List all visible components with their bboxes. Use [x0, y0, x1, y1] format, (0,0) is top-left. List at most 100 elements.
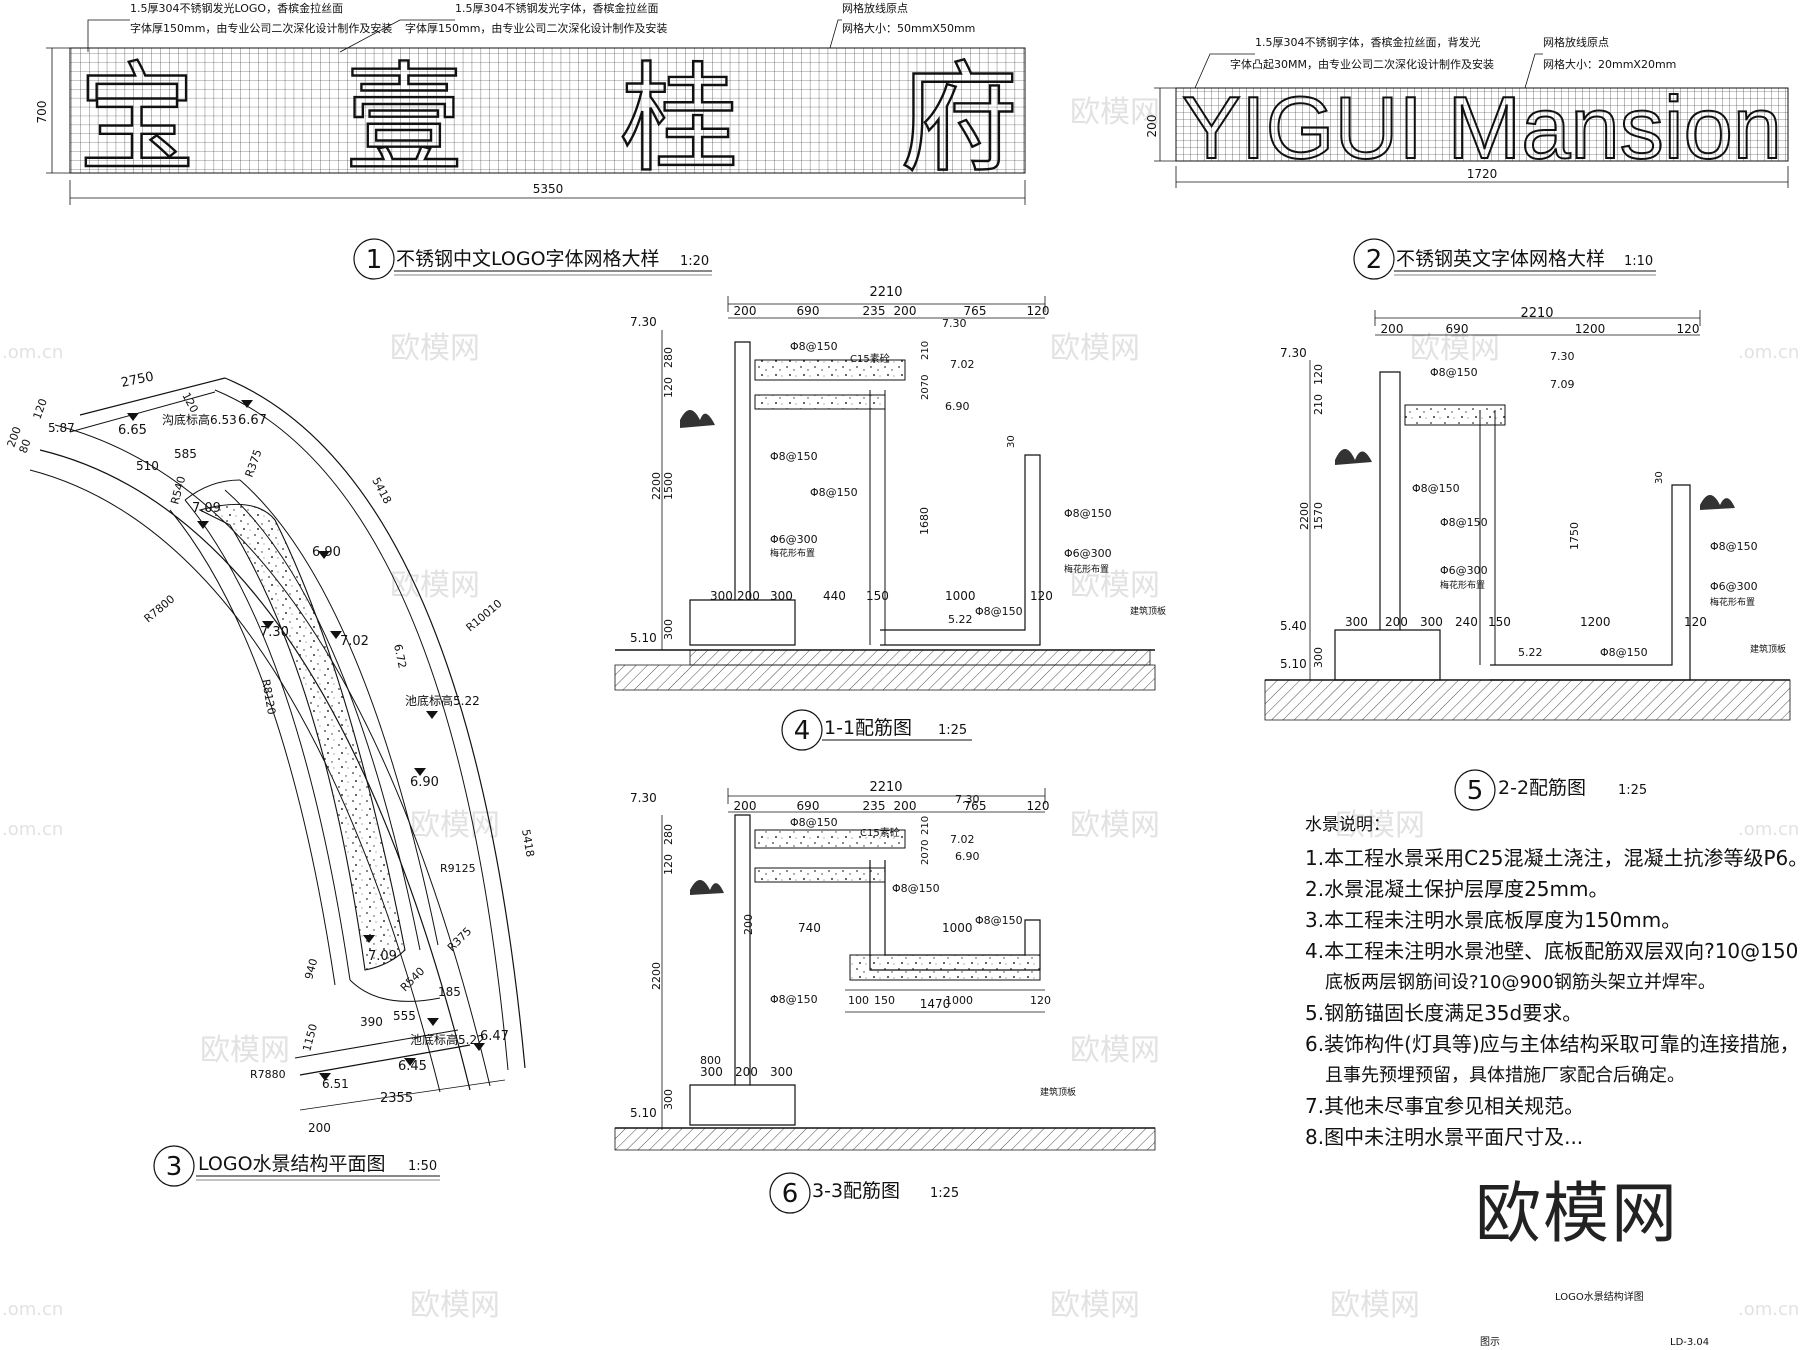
p6-d0: 200 [734, 799, 757, 813]
p5-d2: 1200 [1575, 322, 1606, 336]
p3-l5: 5.87 [48, 421, 75, 435]
p4-total: 2210 [869, 285, 902, 300]
p3-l34: 6.45 [398, 1059, 427, 1074]
p5-v3: 2200 [1298, 502, 1311, 530]
watermark-text: 欧模网 [1330, 1288, 1420, 1323]
p4-b1: 200 [737, 589, 760, 603]
p6-t5: 2070 [920, 840, 931, 865]
p3-l28: 185 [438, 985, 461, 999]
p5-scale: 1:25 [1618, 783, 1647, 798]
p1-dim-height: 700 [35, 101, 49, 124]
p3-l32: 940 [302, 957, 320, 981]
p6-bot-total: 1470 [920, 997, 951, 1011]
p6-total: 2210 [869, 780, 902, 795]
p4-d1: 690 [797, 304, 820, 318]
watermarks: 欧模网欧模网欧模网欧模网欧模网欧模网欧模网欧模网欧模网欧模网欧模网欧模网欧模网欧… [2, 95, 1799, 1323]
p4-t6: 6.90 [945, 400, 970, 413]
p6-d4: 765 [964, 799, 987, 813]
note-item-3: 3.本工程未注明水景底板厚度为150mm。 [1305, 908, 1682, 932]
watermark-url: .om.cn [1738, 1299, 1799, 1320]
figure-label: 图示 [1480, 1336, 1500, 1348]
p5-t12: Φ8@150 [1600, 646, 1648, 659]
p2-title: 不锈钢英文字体网格大样 [1396, 248, 1605, 270]
p5-t10: 梅花形布置 [1710, 596, 1755, 608]
p4-scale: 1:25 [938, 723, 967, 738]
panel-english-grid: 1.5厚304不锈钢字体，香槟金拉丝面，背发光 字体凸起30MM，由专业公司二次… [1145, 35, 1789, 280]
watermark-text: 欧模网 [1070, 95, 1160, 130]
p3-level-markers [127, 400, 485, 1081]
p3-l21: 6.72 [391, 643, 409, 670]
p3-l10: 585 [174, 447, 197, 461]
watermark-logo: 欧模网 [1475, 1175, 1679, 1252]
p5-t13: 建筑顶板 [1750, 643, 1786, 655]
p1-note2: 1.5厚304不锈钢发光字体，香槟金拉丝面 [455, 1, 659, 15]
p4-t10: 梅花形布置 [770, 547, 815, 559]
p3-l7: 沟底标高6.53 [162, 412, 237, 427]
p1-note1b: 字体厚150mm，由专业公司二次深化设计制作及安装 [130, 21, 392, 35]
p6-v1: 120 [662, 854, 675, 875]
p6-v3: 2200 [650, 962, 663, 990]
watermark-text: 欧模网 [1070, 808, 1160, 843]
panel-section-3-3: 2210 200 690 235 200 765 120 7.30 5.10 2… [614, 780, 1156, 1214]
p5-lvl2: 5.10 [1280, 657, 1307, 671]
p6-br2: 1000 [945, 994, 973, 1007]
p5-t14: 30 [1654, 471, 1665, 484]
p2-grid-origin: 网格放线原点 [1543, 35, 1609, 49]
p5-t5: Φ6@300 [1440, 564, 1488, 577]
p3-num: 3 [166, 1152, 183, 1182]
p1-note2b: 字体厚150mm，由专业公司二次深化设计制作及安装 [405, 21, 667, 35]
watermark-text: 欧模网 [1410, 331, 1500, 366]
p3-l16: 7.02 [340, 634, 369, 649]
p6-b0: 300 [700, 1065, 723, 1079]
p3-l13: 7.09 [192, 501, 221, 516]
note-item-8: 8.图中未注明水景平面尺寸及... [1305, 1125, 1584, 1149]
p3-l30: 555 [393, 1009, 416, 1023]
p4-d3: 200 [894, 304, 917, 318]
note-item-7: 7.其他未尽事宜参见相关规范。 [1305, 1094, 1585, 1118]
p5-v1: 210 [1312, 394, 1325, 415]
p4-t14: 梅花形布置 [1064, 563, 1109, 575]
p5-b4: 150 [1488, 615, 1511, 629]
p4-b6: 120 [1030, 589, 1053, 603]
p6-d5: 120 [1027, 799, 1050, 813]
p3-l20: 5418 [369, 475, 394, 506]
p6-b2: 300 [770, 1065, 793, 1079]
p4-v4: 300 [662, 619, 675, 640]
p1-grid [69, 47, 1026, 174]
p3-l17: R7800 [142, 592, 178, 625]
p6-t4: 6.90 [955, 850, 980, 863]
p4-d0: 200 [734, 304, 757, 318]
note-item-4b: 底板两层钢筋间设?10@900钢筋头架立并焊牢。 [1325, 972, 1716, 993]
p3-l31: 池底标高5.22 [410, 1032, 485, 1047]
p6-t1: C15素砼 [860, 826, 900, 839]
water-feature-notes: 水景说明： 1.本工程水景采用C25混凝土浇注，混凝土抗渗等级P6。 2.水景混… [1305, 810, 1800, 1153]
p5-b3: 240 [1455, 615, 1478, 629]
p3-l18: R8120 [259, 678, 278, 715]
p5-b6: 120 [1684, 615, 1707, 629]
p3-l40: 5418 [519, 828, 537, 858]
p3-l3: 80 [17, 437, 34, 455]
p4-v0: 280 [662, 347, 675, 368]
p4-b4: 150 [866, 589, 889, 603]
p4-t4: 2070 [920, 375, 931, 400]
p3-l27: R540 [398, 965, 427, 994]
watermark-text: 欧模网 [1070, 568, 1160, 603]
p4-lvl0: 7.30 [630, 315, 657, 329]
p3-l35: 6.47 [480, 1029, 509, 1044]
p4-lvl1: 5.10 [630, 631, 657, 645]
sheet-code: LD-3.04 [1670, 1337, 1709, 1348]
p4-t17: 5.22 [948, 613, 973, 626]
p4-title: 1-1配筋图 [824, 717, 912, 739]
p5-b5: 1200 [1580, 615, 1611, 629]
watermark-text: 欧模网 [410, 808, 500, 843]
p3-l11: R375 [243, 448, 265, 479]
watermark-text: 欧模网 [1050, 331, 1140, 366]
p3-l39: 200 [308, 1121, 331, 1135]
p5-t4: Φ8@150 [1440, 516, 1488, 529]
p6-d2: 235 [863, 799, 886, 813]
p4-d2: 235 [863, 304, 886, 318]
p2-note1b: 字体凸起30MM，由专业公司二次深化设计制作及安装 [1230, 57, 1494, 71]
p4-num: 4 [794, 716, 811, 746]
watermark-text: 欧模网 [390, 568, 480, 603]
